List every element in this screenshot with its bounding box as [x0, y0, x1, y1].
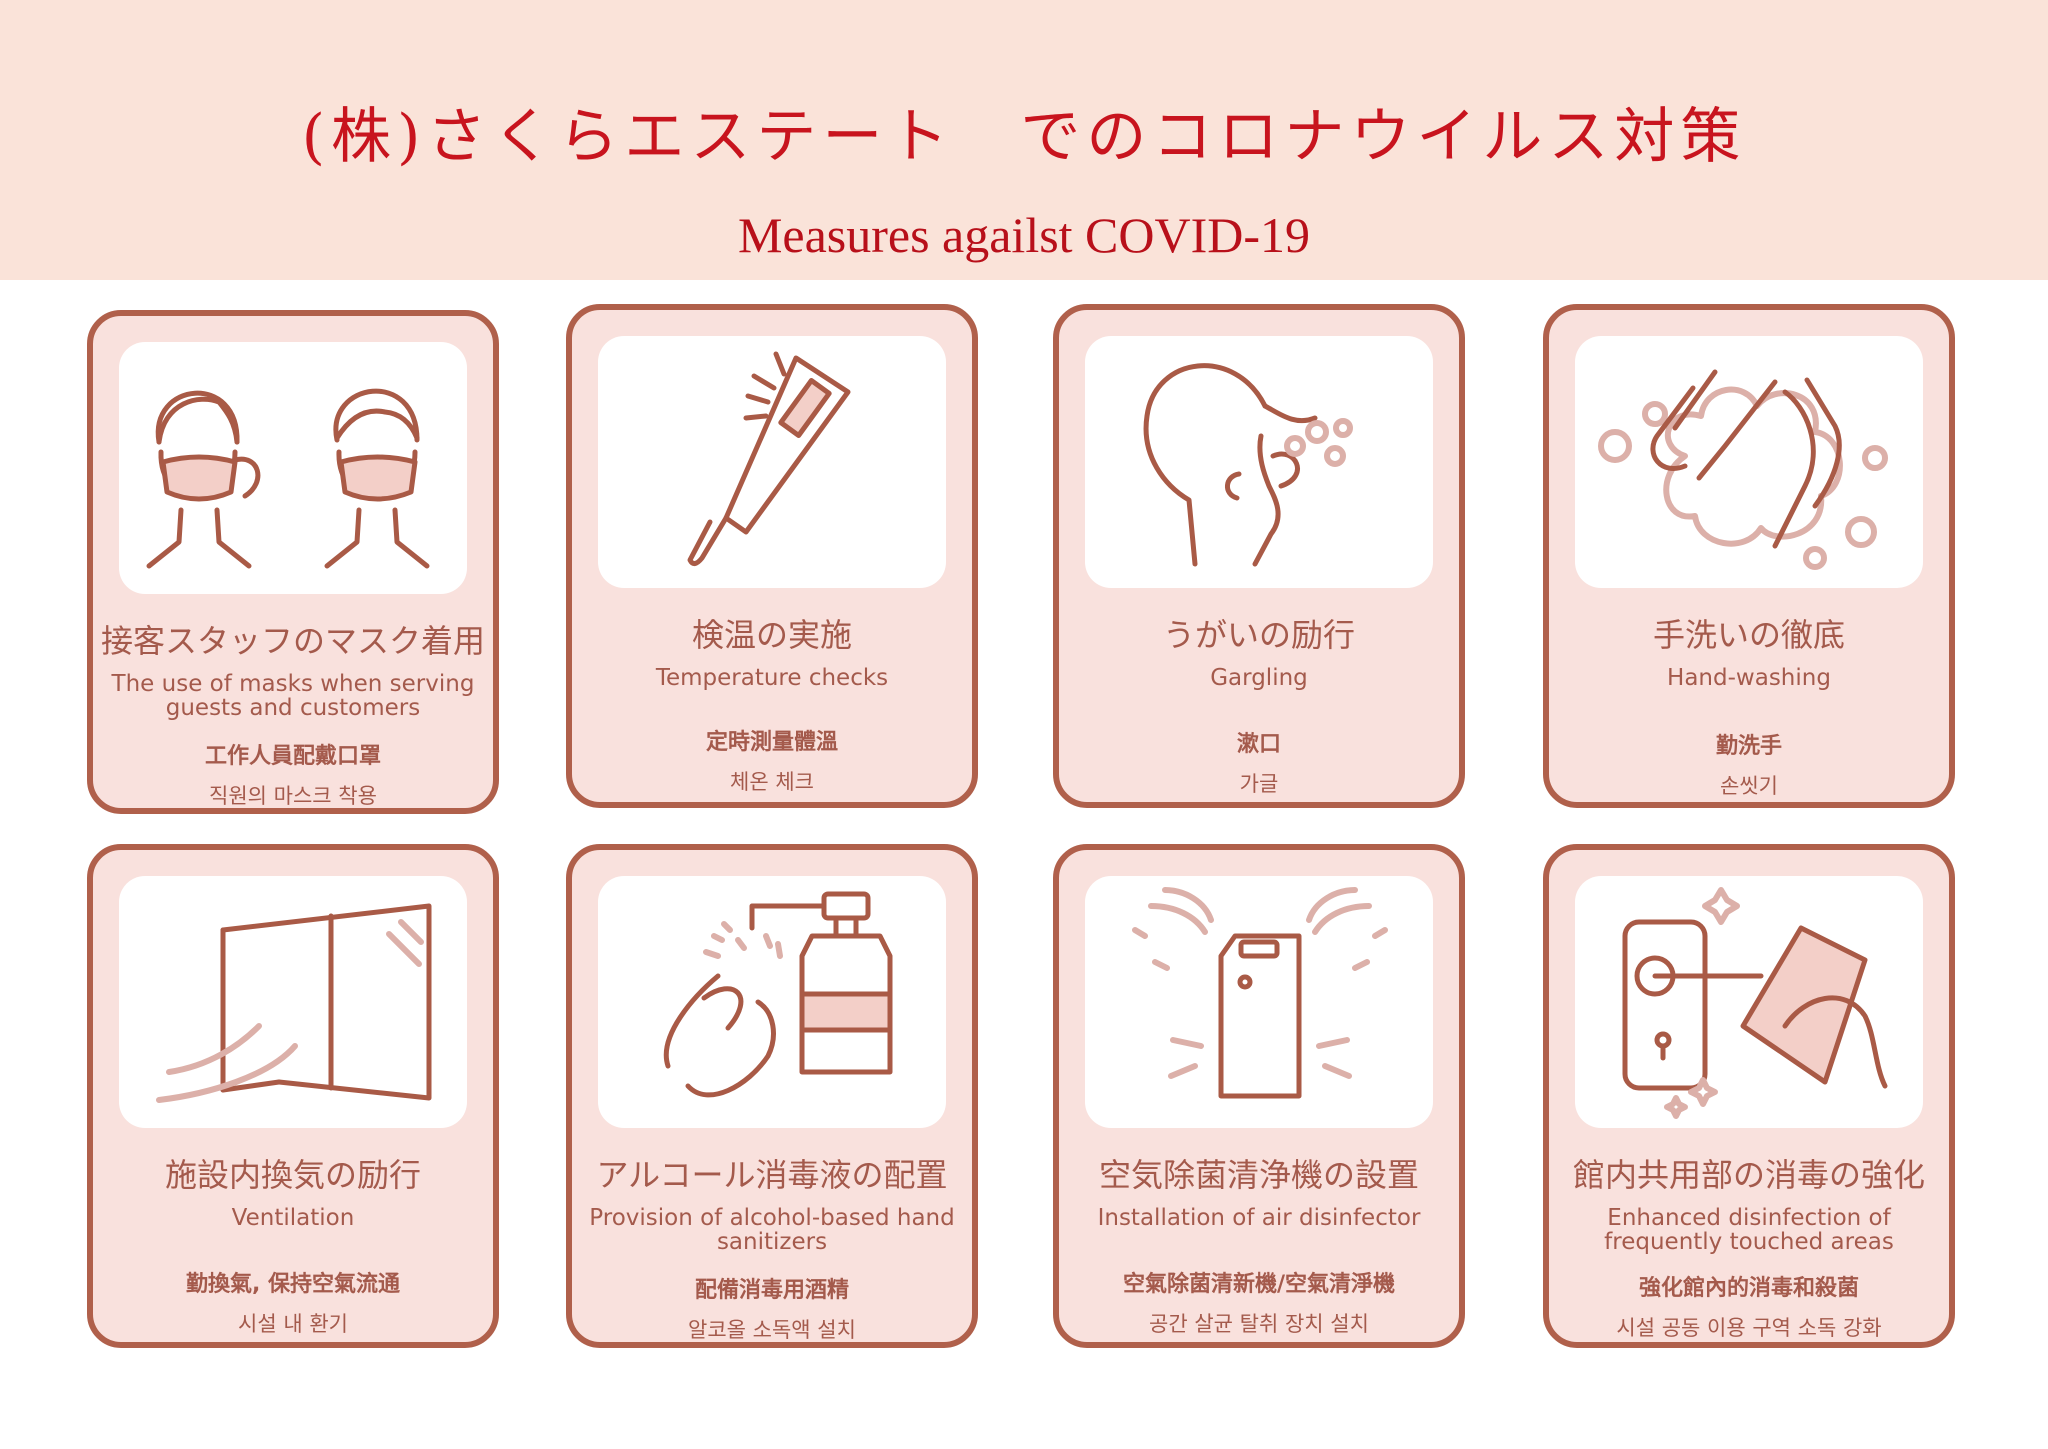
card-title-zh: 勤洗手 [1715, 734, 1782, 759]
card-title-jp: 施設内換気の励行 [164, 1156, 421, 1194]
card-title-zh: 強化館內的消毒和殺菌 [1638, 1276, 1859, 1301]
card-title-ko: 알코올 소독액 설치 [688, 1318, 856, 1342]
card-title-ko: 손씻기 [1720, 774, 1778, 798]
card-gargling: うがいの励行 Gargling 漱口 가글 [1053, 304, 1465, 808]
card-title-jp: 館内共用部の消毒の強化 [1572, 1156, 1925, 1194]
card-ventilation: 施設内換気の励行 Ventilation 勤換氣, 保持空氣流通 시설 내 환기 [87, 844, 499, 1348]
card-title-jp: 手洗いの徹底 [1652, 616, 1845, 654]
card-handwashing: 手洗いの徹底 Hand-washing 勤洗手 손씻기 [1543, 304, 1955, 808]
masked-people-icon [119, 342, 467, 594]
card-masks: 接客スタッフのマスク着用 The use of masks when servi… [87, 310, 499, 814]
card-temperature: 検温の実施 Temperature checks 定時測量體溫 체온 체크 [566, 304, 978, 808]
card-title-zh: 勤換氣, 保持空氣流通 [185, 1272, 401, 1297]
card-title-en: Provision of alcohol-based hand sanitize… [589, 1205, 955, 1255]
header-banner: (株)さくらエステート でのコロナウイルス対策 Measures agailst… [0, 0, 2048, 280]
card-air-purifier: 空気除菌清浄機の設置 Installation of air disinfect… [1053, 844, 1465, 1348]
sanitizer-pump-icon [598, 876, 946, 1128]
card-title-en: Enhanced disinfection of frequently touc… [1604, 1205, 1894, 1255]
card-title-zh: 工作人員配戴口罩 [204, 744, 381, 769]
air-purifier-icon [1085, 876, 1433, 1128]
card-title-jp: 検温の実施 [691, 616, 852, 654]
card-title-jp: うがいの励行 [1162, 616, 1355, 654]
card-title-ko: 가글 [1239, 772, 1279, 796]
card-title-ko: 공간 살균 탈취 장치 설치 [1149, 1312, 1369, 1336]
card-title-zh: 配備消毒用酒精 [694, 1278, 849, 1303]
door-handle-disinfection-icon [1575, 876, 1923, 1128]
card-title-en: Temperature checks [655, 665, 889, 691]
card-sanitizer: アルコール消毒液の配置 Provision of alcohol-based h… [566, 844, 978, 1348]
card-title-jp: アルコール消毒液の配置 [596, 1156, 948, 1194]
gargling-icon [1085, 336, 1433, 588]
card-title-jp: 接客スタッフのマスク着用 [100, 622, 485, 660]
card-title-en: Installation of air disinfector [1097, 1205, 1421, 1231]
card-disinfection: 館内共用部の消毒の強化 Enhanced disinfection of fre… [1543, 844, 1955, 1348]
card-title-zh: 空氣除菌清新機/空氣清淨機 [1122, 1272, 1396, 1297]
card-title-en: Hand-washing [1667, 665, 1831, 691]
thermometer-icon [598, 336, 946, 588]
card-title-ko: 시설 공동 이용 구역 소독 강화 [1616, 1316, 1882, 1340]
page-title: (株)さくらエステート でのコロナウイルス対策 [301, 102, 1747, 172]
card-title-ko: 체온 체크 [730, 770, 814, 794]
card-title-ko: 직원의 마스크 착용 [209, 784, 377, 808]
card-title-en: Gargling [1210, 665, 1308, 691]
page-subtitle: Measures agailst COVID-19 [737, 207, 1311, 263]
card-title-zh: 漱口 [1236, 732, 1281, 757]
card-title-jp: 空気除菌清浄機の設置 [1098, 1156, 1419, 1194]
handwashing-icon [1575, 336, 1923, 588]
card-title-zh: 定時測量體溫 [705, 730, 838, 755]
window-ventilation-icon [119, 876, 467, 1128]
card-title-en: The use of masks when serving guests and… [111, 671, 475, 721]
card-title-en: Ventilation [231, 1205, 355, 1231]
card-title-ko: 시설 내 환기 [238, 1312, 348, 1336]
